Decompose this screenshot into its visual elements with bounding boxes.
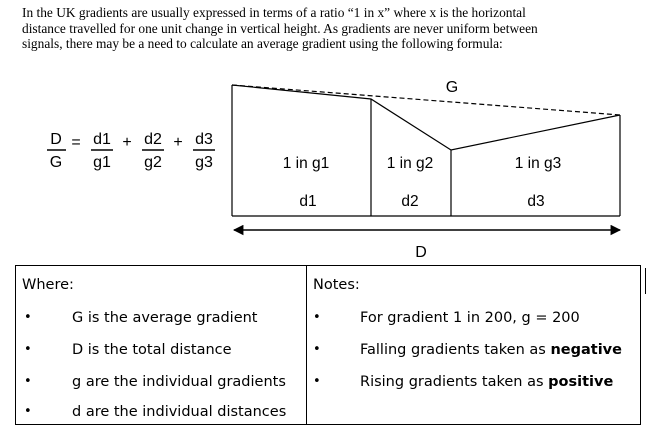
section3-distance-label: d3 — [527, 193, 544, 210]
where-item-text: g are the individual gradients — [72, 374, 286, 390]
intro-line: signals, there may be a need to calculat… — [22, 36, 503, 51]
notes-item-text: For gradient 1 in 200, g = 200 — [360, 310, 580, 326]
where-column: Where: • G is the average gradient • D i… — [16, 266, 307, 424]
intro-line: In the UK gradients are usually expresse… — [22, 5, 526, 20]
gradient-surface-line — [231, 84, 621, 151]
formula-plus: + — [173, 134, 182, 151]
note-emphasis: positive — [548, 374, 614, 390]
notes-column: Notes: • For gradient 1 in 200, g = 200 … — [307, 266, 639, 424]
formula-term2-numerator: d2 — [144, 131, 162, 148]
formula-term1-denominator: g1 — [93, 154, 111, 171]
section1-gradient-label: 1 in g1 — [283, 155, 330, 172]
where-heading: Where: — [22, 277, 74, 293]
bullet-icon: • — [24, 374, 32, 389]
table-edge-mark — [645, 268, 646, 294]
bullet-icon: • — [24, 342, 32, 357]
note-text: For gradient 1 in 200, g = 200 — [360, 310, 580, 326]
average-gradient-formula: D G = d1 g1 + d2 g2 + d3 g3 — [47, 131, 215, 171]
gradient-diagram: D G = d1 g1 + d2 g2 + d3 g3 G 1 in g1 1 … — [47, 79, 622, 261]
gradient-profile — [231, 84, 621, 217]
total-distance-label: D — [415, 244, 427, 261]
notes-item-text: Rising gradients taken as positive — [360, 374, 613, 390]
where-item-text: d are the individual distances — [72, 404, 287, 420]
formula-term3-numerator: d3 — [195, 131, 213, 148]
bullet-icon: • — [24, 310, 32, 325]
definitions-table: Where: • G is the average gradient • D i… — [15, 265, 641, 425]
section2-gradient-label: 1 in g2 — [387, 155, 434, 172]
formula-term3-denominator: g3 — [195, 154, 213, 171]
bullet-icon: • — [313, 342, 321, 357]
notes-heading: Notes: — [313, 277, 360, 293]
intro-paragraph: In the UK gradients are usually expresse… — [22, 5, 652, 52]
notes-item-text: Falling gradients taken as negative — [360, 342, 622, 358]
formula-term1-numerator: d1 — [93, 131, 111, 148]
note-emphasis: negative — [550, 342, 622, 358]
section3-gradient-label: 1 in g3 — [515, 155, 562, 172]
intro-line: distance travelled for one unit change i… — [22, 20, 538, 36]
formula-term2-denominator: g2 — [144, 154, 162, 171]
bullet-icon: • — [313, 310, 321, 325]
section2-distance-label: d2 — [401, 193, 418, 210]
average-gradient-line — [231, 84, 621, 116]
bullet-icon: • — [313, 374, 321, 389]
section-labels: 1 in g1 1 in g2 1 in g3 d1 d2 d3 — [283, 155, 562, 210]
section1-distance-label: d1 — [299, 193, 316, 210]
where-item-text: D is the total distance — [72, 342, 232, 358]
note-text: Rising gradients taken as — [360, 374, 549, 390]
average-gradient-label: G — [446, 79, 458, 96]
where-item-text: G is the average gradient — [72, 310, 258, 326]
formula-equals: = — [71, 134, 80, 151]
note-text: Falling gradients taken as — [360, 342, 551, 358]
formula-lhs-numerator: D — [50, 131, 62, 148]
formula-plus: + — [122, 134, 131, 151]
formula-lhs-denominator: G — [50, 154, 62, 171]
bullet-icon: • — [24, 404, 32, 419]
